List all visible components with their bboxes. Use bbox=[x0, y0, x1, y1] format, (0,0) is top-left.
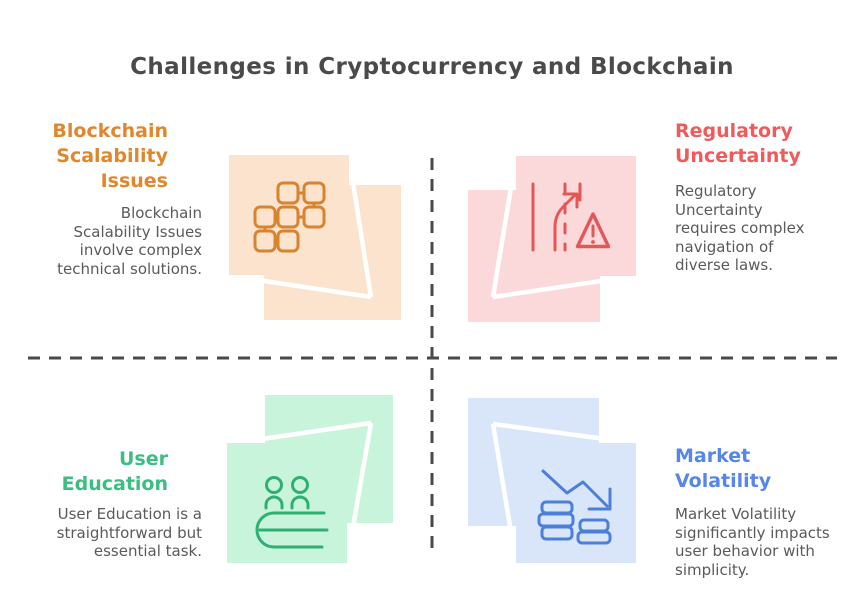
card-front-face bbox=[516, 443, 636, 563]
heading-user-education: User Education bbox=[61, 448, 168, 495]
heading-blockchain-scalability-issues: Blockchain Scalability Issues bbox=[52, 120, 168, 192]
perspective-edge bbox=[344, 422, 374, 563]
perspective-edge bbox=[490, 423, 519, 563]
declining-chart-coins-icon bbox=[537, 469, 612, 545]
perspective-edge bbox=[227, 420, 372, 447]
blockchain-nodes-icon bbox=[253, 181, 326, 253]
perspective-edge bbox=[492, 421, 636, 446]
card-front-face bbox=[229, 155, 349, 275]
people-book-icon bbox=[255, 476, 329, 549]
market-volatility-card bbox=[468, 398, 636, 563]
road-warning-icon bbox=[531, 182, 611, 252]
card-front-face bbox=[516, 156, 636, 276]
perspective-edge bbox=[492, 273, 636, 300]
page-title: Challenges in Cryptocurrency and Blockch… bbox=[130, 54, 734, 80]
body-market-volatility: Market Volatility significantly impacts … bbox=[675, 505, 830, 579]
heading-regulatory-uncertainty: Regulatory Uncertainty bbox=[675, 120, 801, 167]
blockchain-scalability-card bbox=[229, 155, 401, 320]
heading-market-volatility: Market Volatility bbox=[675, 445, 772, 492]
body-user-education: User Education is a straightforward but … bbox=[56, 505, 202, 560]
regulatory-uncertainty-card bbox=[468, 156, 636, 322]
perspective-edge bbox=[230, 273, 372, 300]
perspective-edge bbox=[490, 156, 519, 298]
body-regulatory-uncertainty: Regulatory Uncertainty requires complex … bbox=[675, 182, 805, 274]
body-blockchain-scalability-issues: Blockchain Scalability Issues involve co… bbox=[57, 204, 202, 278]
perspective-edge bbox=[346, 156, 374, 298]
card-front-face bbox=[227, 443, 347, 563]
user-education-card bbox=[227, 395, 393, 563]
